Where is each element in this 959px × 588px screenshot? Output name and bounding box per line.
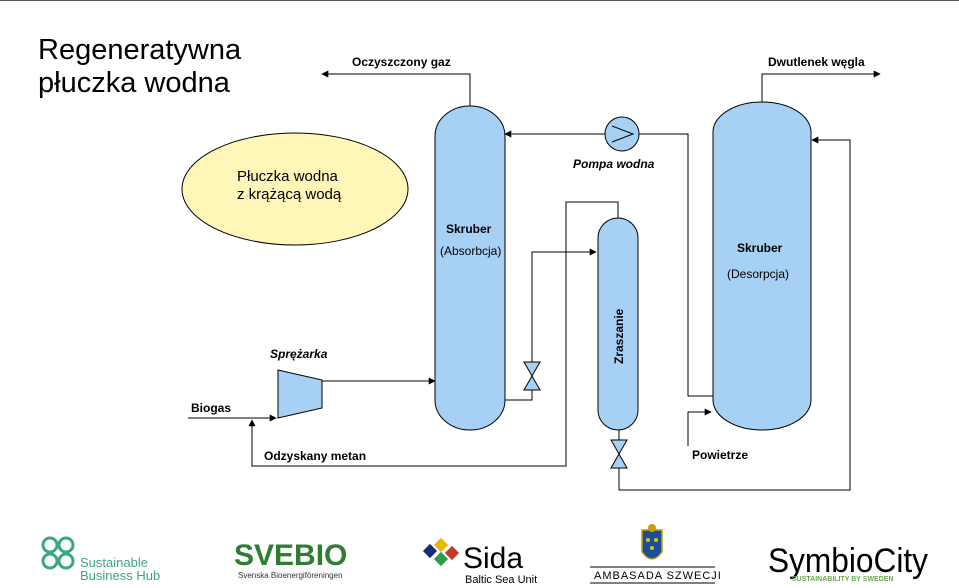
- absorption-scrubber-title: Skruber: [446, 222, 492, 236]
- flash-tank-label: Zraszanie: [612, 308, 626, 364]
- ellipse-text-2: z krążącą wodą: [237, 186, 342, 203]
- symbio-text: SymbioCity: [768, 542, 928, 580]
- logo-symbiocity: SymbioCity SUSTAINABILITY BY SWEDEN: [768, 542, 928, 583]
- embassy-text: AMBASADA SZWECJI: [594, 570, 722, 582]
- sida-sub: Baltic Sea Unit: [465, 574, 537, 586]
- sbh-line2: Business Hub: [80, 568, 160, 583]
- clean-gas-label: Oczyszczony gaz: [352, 55, 451, 69]
- logo-embassy: AMBASADA SZWECJI: [590, 524, 722, 584]
- crown-shield-icon: [641, 524, 663, 560]
- compressor: [277, 369, 323, 419]
- desorption-scrubber-title: Skruber: [737, 241, 783, 255]
- desorption-scrubber-sub: (Desorpcja): [727, 267, 789, 281]
- pipe-valve-desorber: [618, 136, 851, 491]
- desorption-scrubber: [712, 101, 812, 431]
- air-label: Powietrze: [692, 448, 748, 462]
- pipe-desorber-pump: [639, 133, 713, 397]
- recovered-methane-label: Odzyskany metan: [264, 449, 366, 463]
- symbio-sub: SUSTAINABILITY BY SWEDEN: [792, 576, 894, 583]
- pump-symbol: [611, 125, 635, 143]
- pipe-valve-flash: [531, 248, 597, 362]
- logo-sida: Sida Baltic Sea Unit: [422, 537, 537, 586]
- valve-lower: [610, 439, 628, 469]
- pipe-clean-gas: [321, 70, 471, 106]
- ellipse-text-1: Płuczka wodna: [237, 168, 339, 185]
- compressor-label: Sprężarka: [270, 347, 328, 361]
- absorption-scrubber: [434, 105, 506, 431]
- absorption-scrubber-sub: (Absorbcja): [440, 244, 501, 258]
- co2-label: Dwutlenek węgla: [768, 55, 865, 69]
- valve-upper: [523, 361, 541, 391]
- logo-svebio: SVEBIO Svenska Bioenergiföreningen: [234, 539, 347, 580]
- sida-text: Sida: [463, 542, 523, 575]
- biogas-label: Biogas: [191, 401, 231, 415]
- top-divider: [0, 0, 959, 1]
- pipe-flash-gas: [248, 201, 619, 467]
- svebio-sub: Svenska Bioenergiföreningen: [238, 571, 343, 580]
- logo-sustainable-business-hub: Sustainable Business Hub: [41, 536, 160, 583]
- sbh-line1: Sustainable: [80, 555, 148, 570]
- pipe-absorber-valve: [505, 390, 533, 401]
- pump-label: Pompa wodna: [573, 157, 655, 171]
- info-ellipse: [181, 132, 409, 246]
- pipe-co2: [761, 70, 881, 102]
- pipe-air: [687, 408, 712, 446]
- pipes: [188, 70, 881, 491]
- page-title: Regeneratywna płuczka wodna: [38, 34, 242, 99]
- svebio-text: SVEBIO: [234, 539, 347, 572]
